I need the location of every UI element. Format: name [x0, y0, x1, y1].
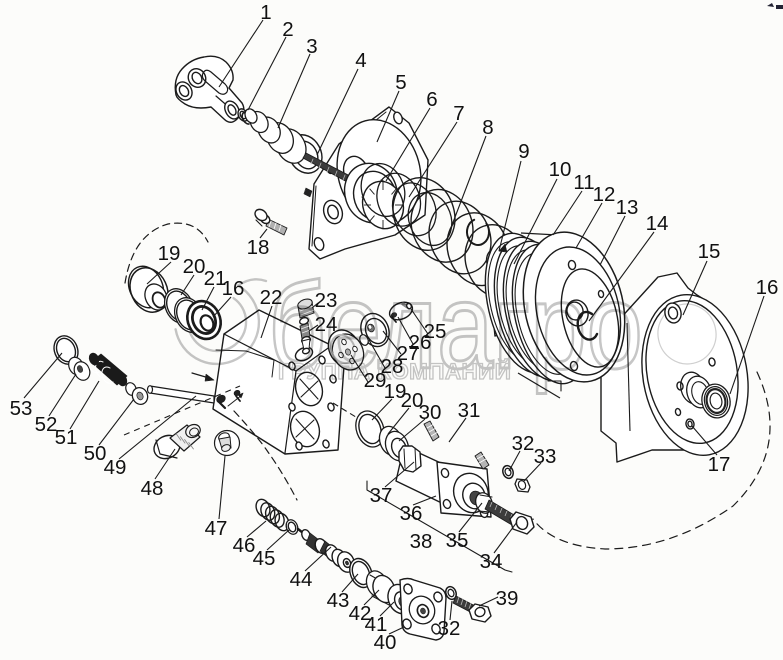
- svg-text:27: 27: [397, 342, 420, 365]
- svg-text:41: 41: [365, 613, 388, 636]
- svg-text:31: 31: [458, 399, 481, 422]
- svg-text:28: 28: [381, 355, 404, 378]
- svg-text:32: 32: [438, 617, 461, 640]
- svg-text:30: 30: [419, 401, 442, 424]
- svg-text:37: 37: [370, 484, 393, 507]
- svg-text:45: 45: [253, 547, 276, 570]
- svg-text:21: 21: [204, 267, 227, 290]
- svg-text:47: 47: [205, 517, 228, 540]
- svg-text:23: 23: [315, 289, 338, 312]
- svg-text:38: 38: [410, 530, 433, 553]
- svg-text:2: 2: [282, 18, 293, 41]
- svg-text:19: 19: [384, 380, 407, 403]
- svg-text:33: 33: [534, 445, 557, 468]
- svg-text:4: 4: [355, 49, 366, 72]
- svg-text:5: 5: [395, 71, 406, 94]
- svg-text:19: 19: [158, 242, 181, 265]
- svg-text:43: 43: [327, 589, 350, 612]
- svg-text:22: 22: [260, 286, 283, 309]
- svg-text:35: 35: [446, 529, 469, 552]
- svg-text:44: 44: [290, 568, 313, 591]
- svg-text:25: 25: [424, 320, 447, 343]
- svg-text:51: 51: [55, 426, 78, 449]
- svg-text:9: 9: [518, 140, 529, 163]
- svg-text:15: 15: [698, 240, 721, 263]
- svg-text:14: 14: [646, 212, 669, 235]
- svg-text:53: 53: [10, 397, 33, 420]
- svg-text:12: 12: [593, 183, 616, 206]
- svg-text:1: 1: [260, 1, 271, 24]
- svg-text:32: 32: [512, 432, 535, 455]
- svg-text:8: 8: [482, 116, 493, 139]
- svg-text:24: 24: [315, 313, 338, 336]
- svg-text:46: 46: [233, 534, 256, 557]
- svg-text:13: 13: [616, 196, 639, 219]
- svg-text:белагро: белагро: [268, 258, 643, 394]
- svg-text:40: 40: [374, 631, 397, 654]
- svg-text:34: 34: [480, 550, 503, 573]
- svg-text:16: 16: [756, 276, 779, 299]
- svg-text:6: 6: [426, 88, 437, 111]
- svg-text:ГРУППА КОМПАНИЙ: ГРУППА КОМПАНИЙ: [278, 359, 511, 384]
- svg-text:11: 11: [573, 171, 594, 194]
- svg-text:18: 18: [247, 236, 270, 259]
- svg-text:48: 48: [141, 477, 164, 500]
- svg-text:39: 39: [496, 587, 519, 610]
- svg-text:3: 3: [306, 35, 317, 58]
- svg-text:17: 17: [708, 453, 731, 476]
- svg-text:49: 49: [104, 456, 127, 479]
- svg-text:36: 36: [400, 502, 423, 525]
- svg-text:20: 20: [183, 255, 206, 278]
- svg-text:52: 52: [35, 413, 58, 436]
- svg-text:42: 42: [349, 602, 372, 625]
- svg-text:16: 16: [222, 277, 245, 300]
- svg-text:10: 10: [549, 158, 572, 181]
- svg-text:29: 29: [364, 369, 387, 392]
- svg-text:7: 7: [453, 102, 464, 125]
- svg-text:20: 20: [401, 389, 424, 412]
- svg-text:26: 26: [409, 331, 432, 354]
- svg-text:50: 50: [84, 442, 107, 465]
